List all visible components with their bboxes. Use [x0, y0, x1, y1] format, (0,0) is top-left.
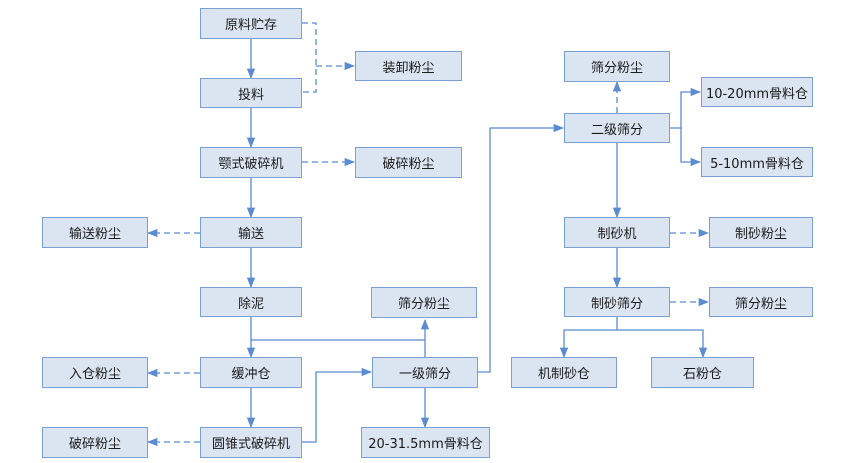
node-loading-dust: 装卸粉尘	[355, 51, 462, 81]
node-buffer-bin: 缓冲仓	[200, 357, 302, 388]
node-crush-dust-2: 破碎粉尘	[42, 427, 148, 458]
node-raw-storage: 原料贮存	[200, 8, 302, 39]
node-screen-dust-1: 筛分粉尘	[371, 287, 477, 318]
node-sand-maker: 制砂机	[564, 217, 670, 248]
node-secondary-screen: 二级筛分	[564, 113, 670, 143]
edge-branch-to-stonepowder	[617, 329, 708, 359]
node-agg-20-31: 20-31.5mm骨料仓	[361, 427, 490, 458]
node-silo-dust: 入仓粉尘	[42, 357, 148, 388]
node-primary-screen: 一级筛分	[372, 357, 478, 388]
node-jaw-crusher: 颚式破碎机	[200, 147, 302, 178]
node-sand-screen: 制砂筛分	[564, 287, 670, 317]
node-machine-sand-bin: 机制砂仓	[511, 357, 617, 388]
node-mud-removal: 除泥	[200, 287, 302, 317]
node-conveying: 输送	[200, 217, 302, 248]
node-screen-dust-top: 筛分粉尘	[564, 51, 670, 82]
edge-secondary-to-agg-5-10	[680, 128, 702, 167]
node-crush-dust-1: 破碎粉尘	[355, 147, 462, 178]
node-cone-crusher: 圆锥式破碎机	[200, 427, 302, 458]
edge-cone-to-primary	[302, 367, 373, 443]
edge-sandscreen-to-branch	[559, 317, 618, 359]
node-agg-10-20: 10-20mm骨料仓	[701, 77, 813, 107]
node-stone-powder-bin: 石粉仓	[651, 357, 754, 388]
edge-primary-to-secondary	[478, 123, 565, 373]
node-conveying-dust: 输送粉尘	[42, 217, 148, 248]
node-feeding: 投料	[200, 78, 302, 108]
node-agg-5-10: 5-10mm骨料仓	[701, 147, 813, 177]
node-screen-dust-2: 筛分粉尘	[709, 287, 813, 317]
node-sand-dust: 制砂粉尘	[709, 217, 813, 248]
edge-secondary-to-agg-10-20	[670, 87, 702, 129]
edge-raw-to-loading-dust	[302, 22, 317, 93]
